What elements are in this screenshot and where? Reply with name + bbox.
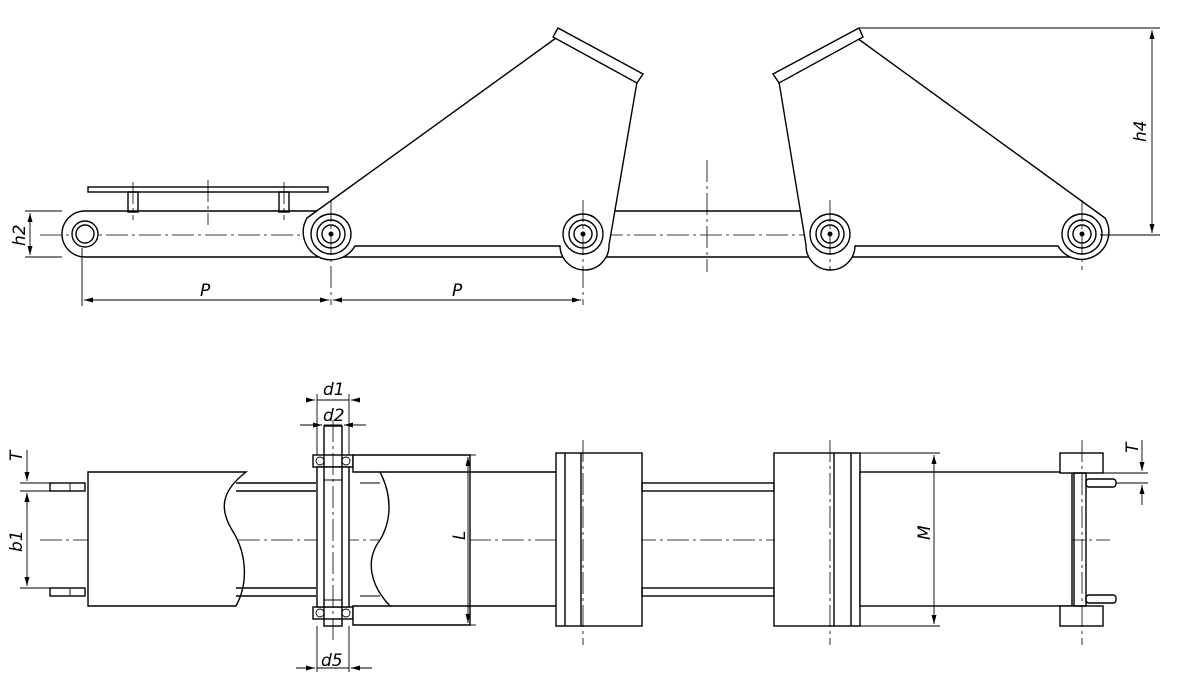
dimension-h4: h4: [860, 27, 1160, 236]
d1-label: d1: [323, 380, 345, 400]
dimension-M: M: [860, 452, 940, 627]
flight-body-center-broken: [352, 454, 471, 626]
dimension-T-left: T: [7, 449, 50, 507]
dimension-h2: h2: [10, 210, 62, 258]
d2-label: d2: [323, 406, 345, 426]
flight-blade-right: [771, 27, 864, 84]
dimension-b1: b1: [7, 493, 50, 589]
attachment-block-1: [555, 440, 643, 645]
T-label-right: T: [1123, 441, 1143, 453]
M-label: M: [915, 525, 935, 540]
flight-bracket-left: [302, 37, 638, 271]
side-plate-bottom-left: [49, 587, 86, 597]
T-label-left: T: [7, 449, 27, 461]
flight-body-right: [859, 471, 1073, 607]
pitch-label-2: P: [452, 281, 463, 301]
dimension-d2: d2: [300, 406, 366, 428]
end-pin-assembly: [1059, 440, 1117, 645]
attachment-block-2: [773, 440, 861, 645]
flight-bracket-right: [778, 37, 1110, 271]
pin-assembly: [312, 420, 354, 640]
b1-label: b1: [7, 530, 27, 552]
pitch-label-1: P: [200, 281, 211, 301]
dimension-T-right: T: [1103, 440, 1148, 505]
pin-joint-1: [71, 220, 99, 248]
flight-blade-left: [552, 27, 645, 84]
flight-body-left-broken: [87, 471, 249, 607]
d5-label: d5: [321, 651, 343, 671]
dimension-d5: d5: [296, 626, 372, 672]
dimension-L: L: [450, 454, 476, 626]
top-view: T b1 d1 d2 d5: [7, 380, 1148, 672]
h4-label: h4: [1131, 120, 1151, 142]
side-plate-top-left: [49, 482, 86, 492]
L-label: L: [450, 531, 470, 540]
dimension-pitch: P P: [81, 248, 581, 306]
side-view: h2 h4 P P: [10, 27, 1160, 306]
h2-label: h2: [10, 224, 30, 246]
